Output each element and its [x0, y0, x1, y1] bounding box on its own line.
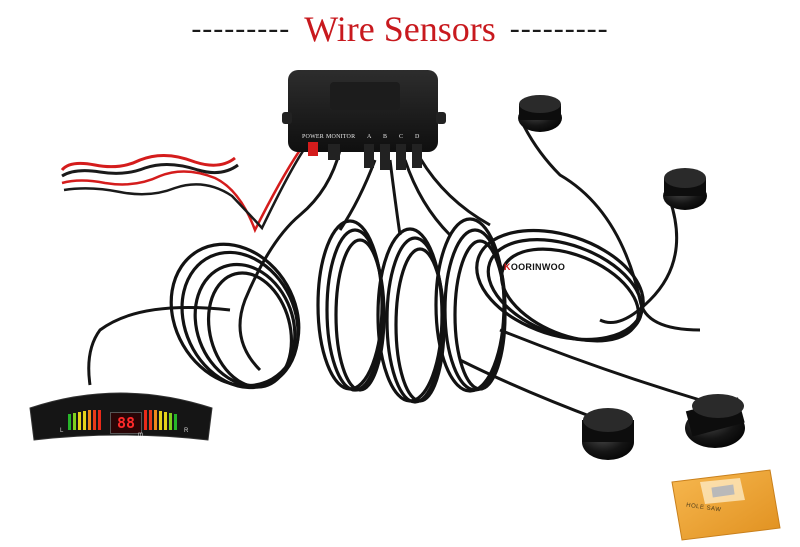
port-label-power: POWER: [302, 134, 324, 140]
control-box: [282, 70, 446, 170]
display-label-right: R: [184, 428, 189, 434]
cable-coils: [169, 217, 645, 404]
sensor-3: [582, 408, 634, 460]
port-label-monitor: MONITOR: [326, 134, 356, 140]
page-title: Wire Sensors: [304, 9, 496, 49]
brand-logo: KOORINWOO: [504, 262, 565, 272]
title-row: --------- Wire Sensors ---------: [0, 4, 800, 54]
title-dashes-left: ---------: [191, 12, 291, 45]
port-label-b: B: [383, 134, 388, 140]
sensor-1: [518, 95, 562, 132]
sensor-4: [685, 394, 745, 448]
port-label-c: C: [399, 134, 404, 140]
brand-initial: K: [504, 262, 511, 272]
brand-rest: OORINWOO: [510, 262, 566, 272]
display-label-unit: m: [138, 432, 143, 438]
port-label-d: D: [415, 134, 420, 140]
power-wire: [60, 147, 307, 234]
hole-saw-box: [671, 469, 781, 541]
display-label-left: L: [60, 428, 64, 434]
port-label-a: A: [367, 134, 372, 140]
sensor-2: [663, 168, 707, 210]
display-digits: 88: [110, 412, 142, 434]
title-dashes-right: ---------: [509, 12, 609, 45]
